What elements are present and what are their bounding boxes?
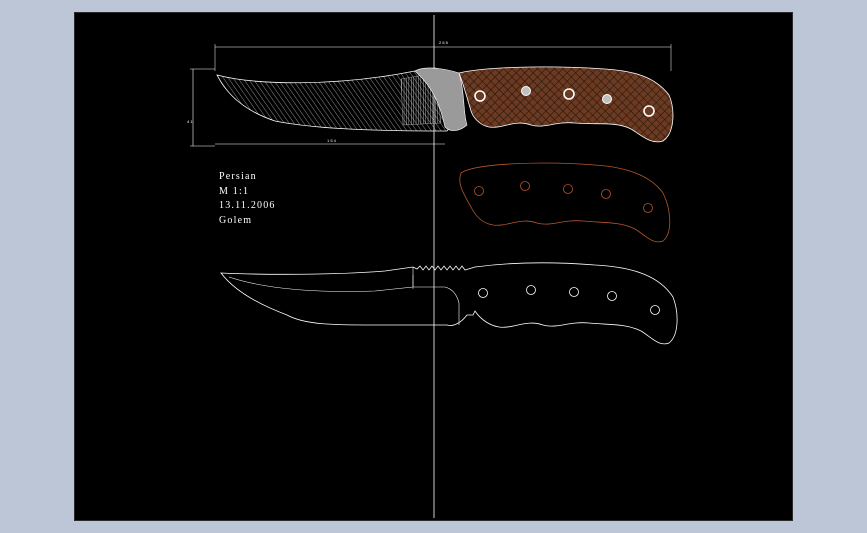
drawing-canvas[interactable]: 2 6 5 4 1 1 5 4 — [74, 12, 793, 521]
hole-icon — [569, 287, 579, 297]
handle-holes-bottom — [478, 285, 660, 315]
dimension-blade-text: 1 5 4 — [327, 138, 337, 143]
hole-icon — [607, 291, 617, 301]
blade-grind-line — [228, 267, 460, 325]
dimension-blade-height: 4 1 — [187, 68, 215, 147]
hole-icon — [474, 186, 484, 196]
hole-icon — [520, 181, 530, 191]
rivet-icon — [521, 86, 531, 96]
handle-scale-outline[interactable] — [459, 162, 671, 243]
handle-scale-holes — [474, 181, 653, 213]
dimension-overall-length: 2 6 5 — [214, 40, 672, 71]
rivet-icon — [474, 90, 486, 102]
title-block: Persian M 1:1 13.11.2006 Golem — [219, 170, 276, 228]
handle-rivets-top — [474, 86, 655, 117]
hole-icon — [563, 184, 573, 194]
cad-drawing: 2 6 5 4 1 1 5 4 — [187, 15, 678, 518]
knife-outline-view[interactable] — [220, 262, 678, 345]
hole-icon — [478, 288, 488, 298]
guard-top — [414, 67, 468, 131]
rivet-icon — [643, 105, 655, 117]
handle-top — [458, 66, 674, 143]
dimension-overall-text: 2 6 5 — [439, 40, 449, 45]
rivet-icon — [602, 94, 612, 104]
drawing-name: Persian — [219, 171, 257, 182]
knife-top-view[interactable]: 2 6 5 4 1 1 5 4 — [187, 40, 674, 147]
hole-icon — [643, 203, 653, 213]
dimension-height-text: 4 1 — [187, 119, 193, 124]
dimension-blade-length: 1 5 4 — [215, 138, 445, 145]
drawing-author: Golem — [219, 214, 253, 226]
rivet-icon — [563, 88, 575, 100]
drawing-scale: M 1:1 — [219, 185, 250, 197]
drawing-date: 13.11.2006 — [219, 200, 276, 211]
knife-outline — [220, 262, 678, 345]
hole-icon — [526, 285, 536, 295]
blade-top — [216, 67, 454, 132]
hole-icon — [601, 189, 611, 199]
hole-icon — [650, 305, 660, 315]
